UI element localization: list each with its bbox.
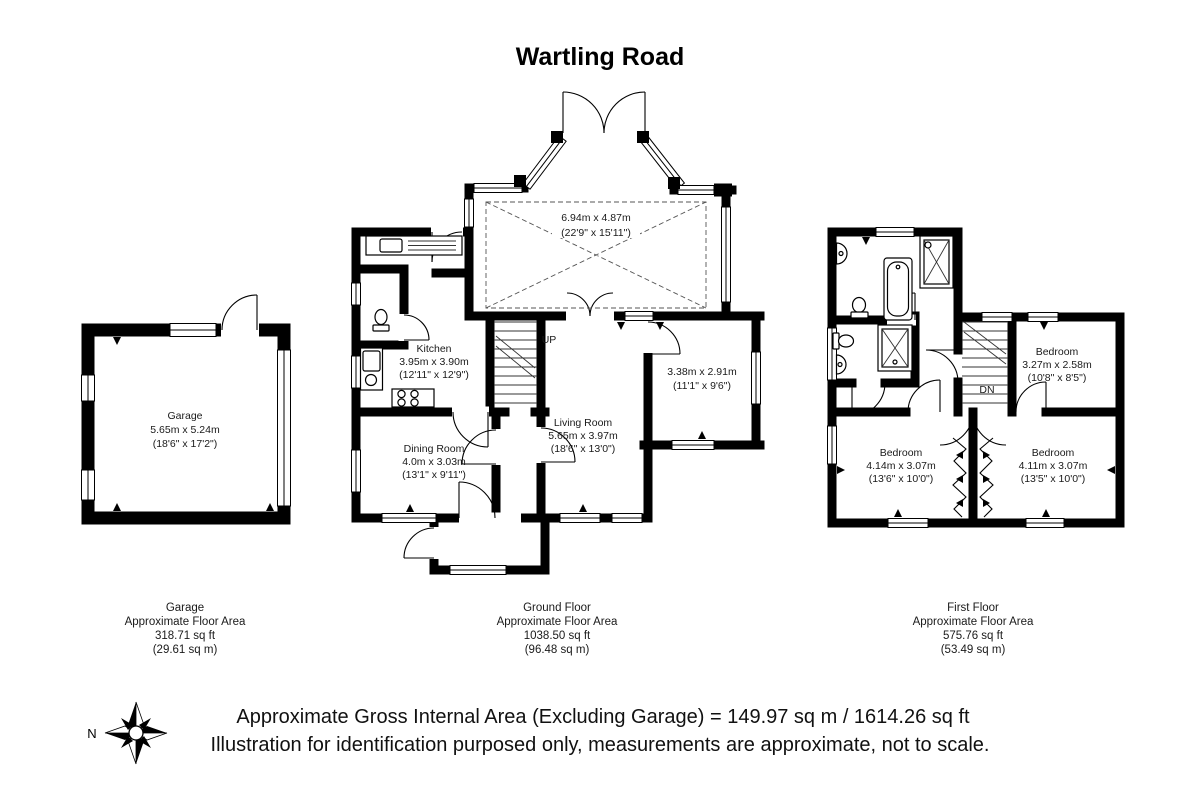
conservatory-ceiling-outline xyxy=(485,201,707,309)
first-area-subtitle: Approximate Floor Area xyxy=(913,616,1034,628)
garage-plan: Garage 5.65m x 5.24m (18'6" x 17'2") xyxy=(81,294,291,525)
wardrobe-right xyxy=(979,437,994,518)
living-room-imperial: (18'6" x 13'0") xyxy=(551,443,616,455)
bathroom-sink xyxy=(835,242,848,265)
ground-floor-area-label: Ground Floor Approximate Floor Area 1038… xyxy=(497,602,618,656)
ground-area-sqft: 1038.50 sq ft xyxy=(524,630,591,642)
dining-room-metric: 4.0m x 3.03m xyxy=(402,456,466,468)
garage-window-top xyxy=(169,323,217,337)
utility-sink-counter xyxy=(365,235,463,256)
garage-window-left-upper xyxy=(81,374,95,402)
wardrobe-left xyxy=(952,437,967,518)
footer-disclaimer: Illustration for identification purposed… xyxy=(211,734,990,756)
first-floor-area-label: First Floor Approximate Floor Area 575.7… xyxy=(913,602,1034,656)
kitchen-hob xyxy=(391,388,435,408)
bedroom-top-metric: 3.27m x 2.58m xyxy=(1022,359,1092,371)
shower-cubicle xyxy=(877,324,913,372)
compass-rose: N xyxy=(87,701,168,765)
bathtub xyxy=(883,257,913,321)
garage-area-subtitle: Approximate Floor Area xyxy=(125,616,246,628)
bathroom-toilet xyxy=(850,296,869,319)
conservatory-imperial: (22'9" x 15'11") xyxy=(561,227,631,239)
stairs-down xyxy=(962,321,1008,404)
ground-floor-plan: 6.94m x 4.87m (22'9" x 15'11") Kitchen 3… xyxy=(351,91,765,575)
dining-room-imperial: (13'1" x 9'11") xyxy=(402,469,466,481)
conservatory-metric: 6.94m x 4.87m xyxy=(561,212,631,224)
kitchen-metric: 3.95m x 3.90m xyxy=(399,356,469,368)
ground-area-subtitle: Approximate Floor Area xyxy=(497,616,618,628)
bedroom-top-imperial: (10'8" x 8'5") xyxy=(1028,372,1087,384)
bedroom-right-label: Bedroom xyxy=(1032,447,1075,459)
ground-area-title: Ground Floor xyxy=(523,602,591,614)
first-floor-plan: Bedroom 3.27m x 2.58m (10'8" x 8'5") Bed… xyxy=(827,227,1125,528)
bedroom-left-imperial: (13'6" x 10'0") xyxy=(869,473,934,485)
wc-toilet xyxy=(372,308,390,332)
garage-window-right xyxy=(277,349,291,507)
kitchen-imperial: (12'11" x 12'9") xyxy=(399,369,469,381)
stairs-up xyxy=(494,321,537,404)
bedroom-left-metric: 4.14m x 3.07m xyxy=(866,460,936,472)
showerroom-sink xyxy=(835,354,847,375)
kitchen-counter xyxy=(359,347,384,391)
garage-room-imperial: (18'6" x 17'2") xyxy=(153,438,218,450)
showerroom-toilet xyxy=(832,332,855,350)
footer-gross-area: Approximate Gross Internal Area (Excludi… xyxy=(236,706,970,728)
stairs-up-label: UP xyxy=(542,334,557,346)
ground-area-sqm: (96.48 sq m) xyxy=(525,644,590,656)
compass-north-label: N xyxy=(87,726,96,741)
bedroom-right-imperial: (13'5" x 10'0") xyxy=(1021,473,1086,485)
first-area-title: First Floor xyxy=(947,602,999,614)
garage-area-label: Garage Approximate Floor Area 318.71 sq … xyxy=(125,602,246,656)
garage-room-label: Garage xyxy=(167,410,202,422)
living-room-label: Living Room xyxy=(554,417,613,429)
shower-bathroom xyxy=(919,235,954,289)
page-title: Wartling Road xyxy=(516,43,685,71)
reception-metric: 3.38m x 2.91m xyxy=(667,366,737,378)
garage-area-sqm: (29.61 sq m) xyxy=(153,644,218,656)
kitchen-label: Kitchen xyxy=(416,343,451,355)
garage-window-left-lower xyxy=(81,469,95,501)
gar age-area-sqft: 318.71 sq ft xyxy=(155,630,216,642)
bedroom-right-metric: 4.11m x 3.07m xyxy=(1019,460,1088,472)
first-area-sqft: 575.76 sq ft xyxy=(943,630,1004,642)
bedroom-left-label: Bedroom xyxy=(880,447,923,459)
stairs-down-label: DN xyxy=(979,384,994,396)
living-room-metric: 5.65m x 3.97m xyxy=(548,430,618,442)
dining-room-label: Dining Room xyxy=(404,443,465,455)
garage-area-title: Garage xyxy=(166,602,204,614)
first-area-sqm: (53.49 sq m) xyxy=(941,644,1006,656)
reception-imperial: (11'1" x 9'6") xyxy=(673,380,731,392)
bedroom-top-label: Bedroom xyxy=(1036,346,1079,358)
garage-room-metric: 5.65m x 5.24m xyxy=(150,424,220,436)
